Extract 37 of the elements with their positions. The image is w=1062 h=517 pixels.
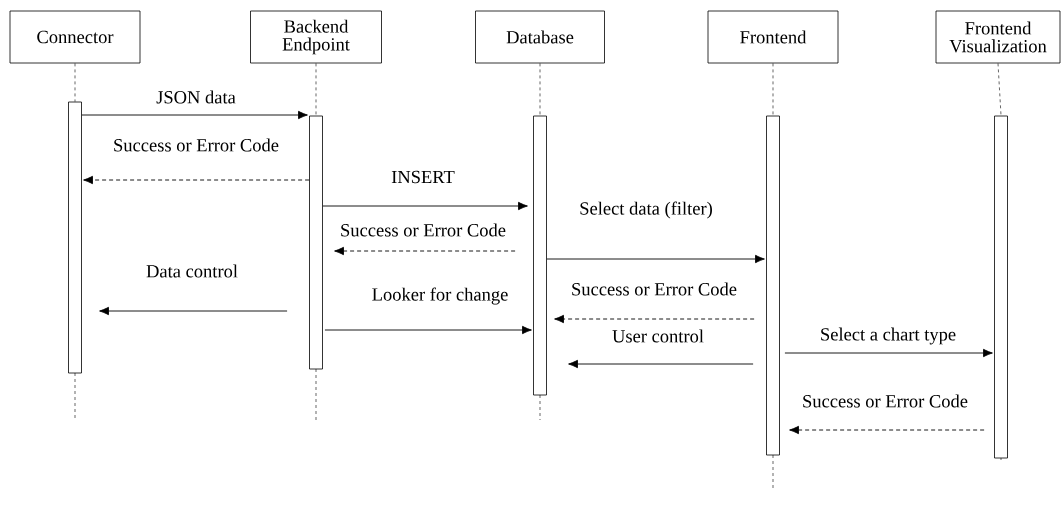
message-arrow	[546, 254, 765, 264]
message-label: INSERT	[391, 170, 455, 184]
message-label: Select a chart type	[821, 327, 956, 345]
message-arrow	[81, 110, 308, 120]
activation-bar	[994, 115, 1008, 459]
message-label: User control	[612, 329, 704, 343]
message-label: Success or Error Code	[572, 282, 737, 296]
activation-bar	[533, 115, 547, 396]
participant-box: Frontend Visualization	[935, 10, 1061, 64]
lifeline	[315, 63, 317, 116]
lifeline	[539, 63, 541, 116]
message-arrow	[568, 359, 754, 369]
participant-box: Frontend	[707, 10, 839, 64]
message-arrow	[554, 314, 755, 324]
message-arrow	[789, 425, 985, 435]
message-label: Data control	[146, 264, 238, 278]
message-label: Success or Error Code	[341, 223, 506, 237]
message-arrow	[99, 306, 288, 316]
lifeline	[997, 63, 1002, 116]
message-label: Success or Error Code	[114, 138, 279, 152]
activation-bar	[309, 115, 323, 370]
activation-bar	[68, 101, 82, 374]
message-arrow	[324, 325, 532, 335]
message-arrow	[334, 246, 516, 256]
participant-box: Backend Endpoint	[250, 10, 382, 64]
message-label: JSON data	[156, 90, 236, 104]
message-label: Success or Error Code	[803, 394, 968, 408]
message-arrow	[784, 348, 993, 358]
message-arrow	[83, 175, 310, 185]
participant-box: Database	[475, 10, 605, 64]
message-label: Select data (filter)	[580, 201, 712, 219]
message-arrow	[322, 201, 528, 211]
lifeline	[74, 63, 76, 102]
participant-box: Connector	[9, 10, 141, 64]
message-label: Looker for change	[372, 287, 508, 305]
lifeline	[772, 63, 774, 116]
activation-bar	[766, 115, 780, 456]
